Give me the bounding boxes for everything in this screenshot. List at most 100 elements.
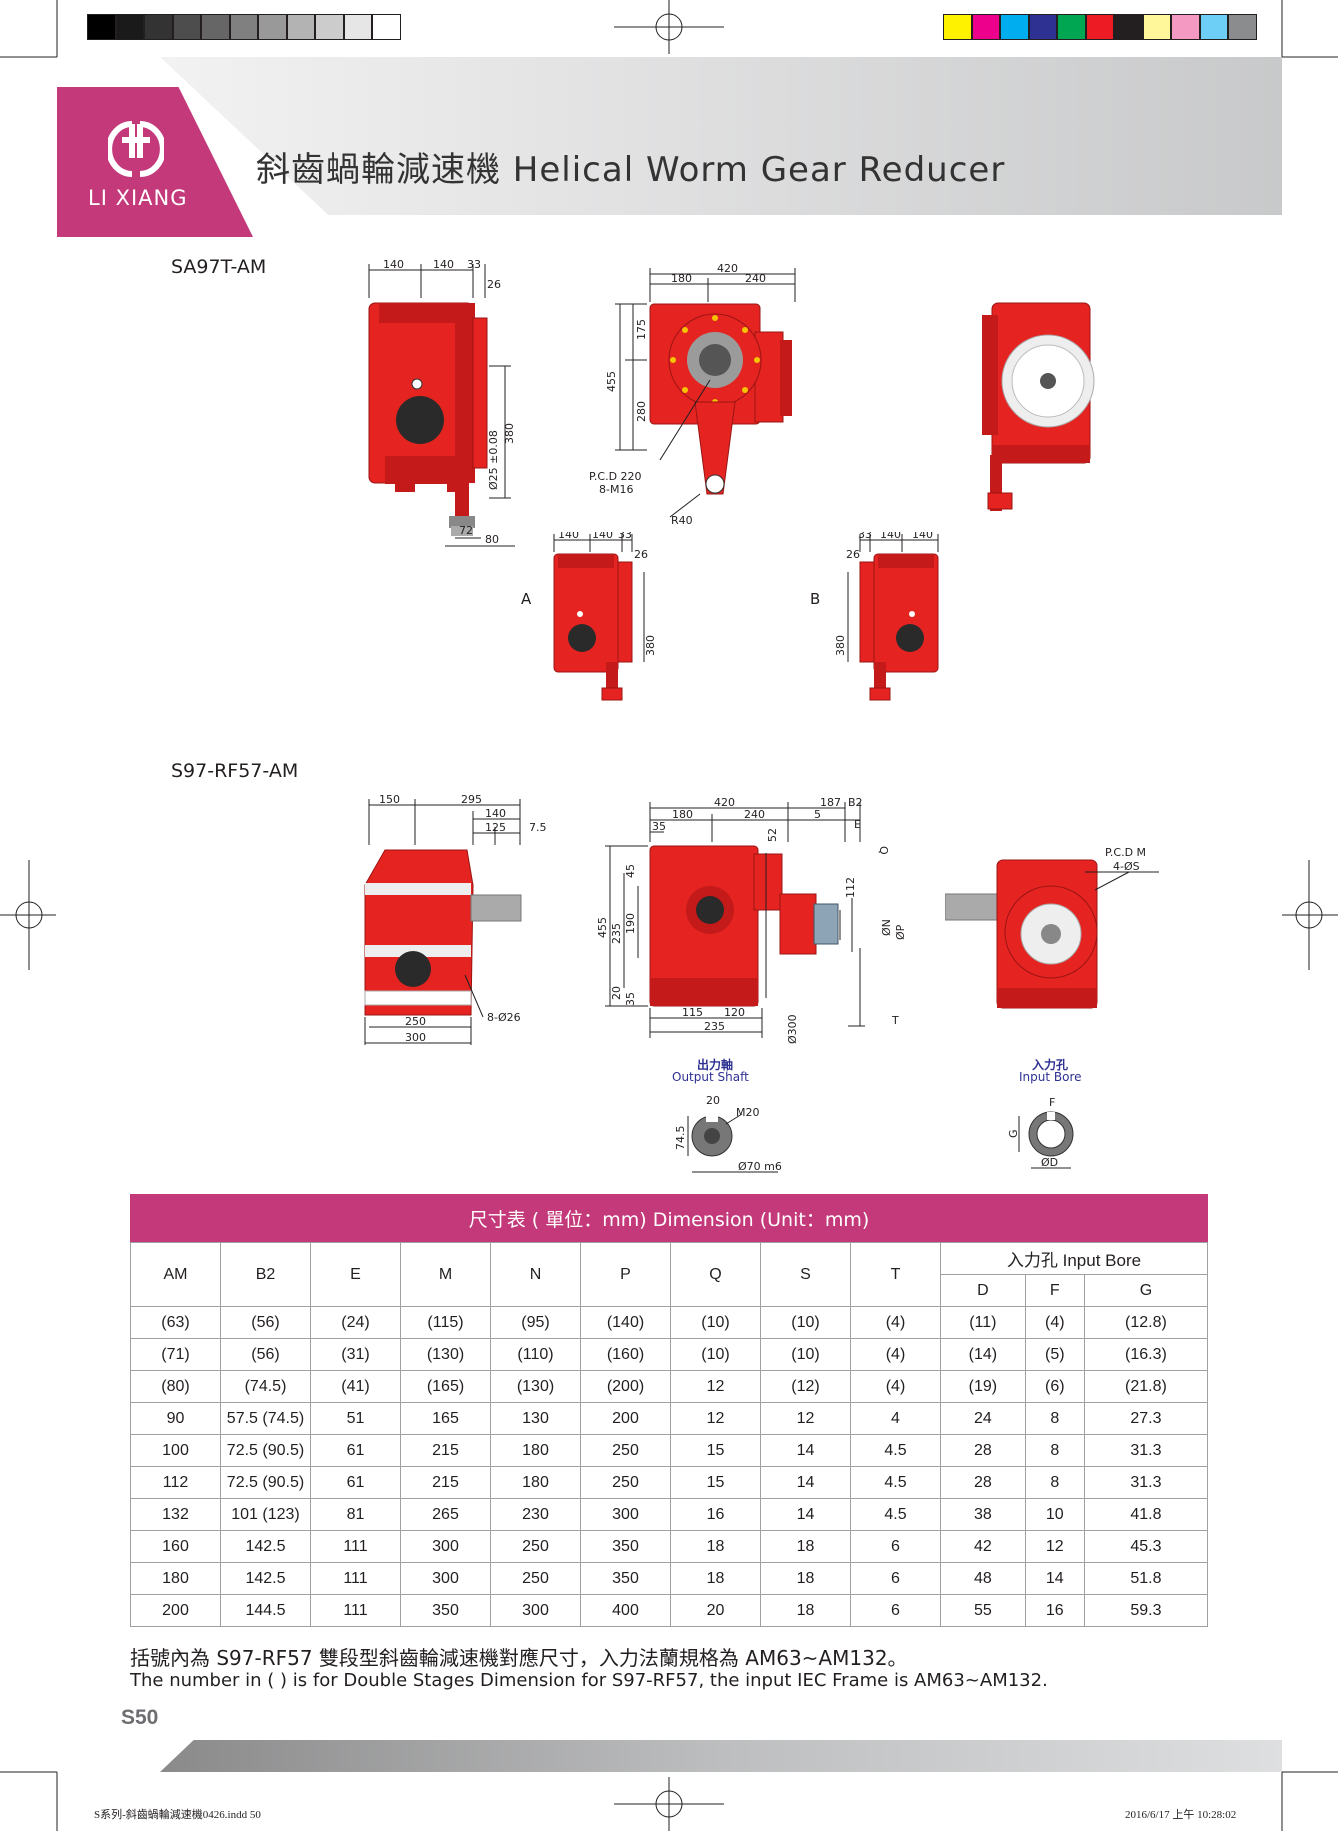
table-cell: 55 [940,1594,1026,1627]
dim-text: 125 [485,821,506,834]
table-cell: 6 [850,1562,941,1595]
dim-text: 80 [485,533,499,546]
dim-text: G [1007,1129,1020,1138]
s97-right-view: P.C.D M 4-ØS [945,846,1159,1009]
table-cell: 14 [1024,1562,1085,1595]
table-cell: (10) [670,1306,761,1339]
color-swatch [1057,14,1086,40]
column-header: G [1083,1274,1209,1307]
column-header: T [850,1242,941,1307]
table-cell: (63) [130,1306,221,1339]
table-cell: 28 [940,1466,1026,1499]
table-cell: (110) [490,1338,581,1371]
footer-date: 2016/6/17 上午 10:28:02 [1125,1809,1237,1821]
sa97-front-view: 420 180 240 175 455 280 P.C.D 220 8-M16 … [589,262,796,527]
table-cell: 18 [760,1594,851,1627]
table-cell: 48 [940,1562,1026,1595]
dim-text: R40 [671,514,693,527]
table-cell: 10 [1024,1498,1085,1531]
view-b-label: B [810,590,821,608]
table-cell: 4.5 [850,1498,941,1531]
dim-text: 455 [605,371,618,392]
dim-text: 235 [704,1020,725,1033]
dim-text: 190 [624,913,637,934]
color-swatch [1000,14,1029,40]
dim-text: 26 [634,548,648,561]
table-cell: (130) [400,1338,491,1371]
output-shaft-title-zh: 出力軸 [697,1058,734,1072]
table-cell: 12 [1024,1530,1085,1563]
table-cell: 51 [310,1402,401,1435]
column-header: E [310,1242,401,1307]
dim-text: 35 [652,820,666,833]
table-cell: 180 [490,1434,581,1467]
table-cell: 18 [760,1530,851,1563]
dim-text: 235 [610,923,623,944]
table-cell: 6 [850,1530,941,1563]
dim-text: Ø25 ±0.08 [487,430,500,490]
color-swatch [1142,14,1171,40]
table-cell: 4.5 [850,1466,941,1499]
table-cell: (12) [760,1370,851,1403]
sa97-side-view: 140 140 33 26 380 Ø25 ±0.08 72 80 [368,258,516,547]
table-cell: 8 [1024,1402,1085,1435]
dim-text: 5 [814,808,821,821]
column-header: D [940,1274,1026,1307]
table-cell: 38 [940,1498,1026,1531]
table-cell: 61 [310,1434,401,1467]
table-cell: 112 [130,1466,221,1499]
table-cell: (6) [1024,1370,1085,1403]
model-label-s97: S97-RF57-AM [171,760,299,782]
dim-text: Ø300 [786,1014,799,1044]
table-cell: 111 [310,1530,401,1563]
table-cell: (74.5) [220,1370,311,1403]
grayscale-swatch [372,14,401,40]
color-swatch [1171,14,1200,40]
note-chinese: 括號內為 S97-RF57 雙段型斜齒輪減速機對應尺寸，入力法蘭規格為 AM63… [130,1646,908,1670]
table-cell: (165) [400,1370,491,1403]
table-cell: 142.5 [220,1530,311,1563]
dim-text: 112 [844,877,857,898]
table-cell: (4) [850,1338,941,1371]
grayscale-swatch [172,14,201,40]
dim-text: 33 [467,258,481,271]
table-cell: (56) [220,1306,311,1339]
logo-text: LI XIANG [88,186,188,210]
dim-text: 4-ØS [1113,860,1140,873]
dim-text: 140 [433,258,454,271]
table-cell: (10) [670,1338,761,1371]
dim-text: T [891,1014,899,1027]
table-cell: 130 [490,1402,581,1435]
dim-text: 380 [644,635,657,656]
dim-text: 140 [558,532,579,541]
table-cell: (4) [850,1370,941,1403]
table-cell: 215 [400,1466,491,1499]
color-swatch [1028,14,1057,40]
grayscale-swatch [286,14,315,40]
input-bore-title-zh: 入力孔 [1032,1058,1069,1072]
color-swatch [1114,14,1143,40]
table-cell: 160 [130,1530,221,1563]
dim-text: 7.5 [529,821,547,834]
output-shaft-title-en: Output Shaft [672,1070,749,1084]
table-cell: (16.3) [1083,1338,1209,1371]
grayscale-swatch [144,14,173,40]
column-header: M [400,1242,491,1307]
table-cell: 20 [670,1594,761,1627]
color-swatch [1199,14,1228,40]
input-bore-diagram: F G ØD [1007,1096,1074,1169]
column-header: S [760,1242,851,1307]
dim-text: 115 [682,1006,703,1019]
grayscale-swatch [258,14,287,40]
dim-text: 26 [846,548,860,561]
sa97-view-a: 140 140 33 26 380 [553,532,657,701]
column-header: AM [130,1242,221,1307]
group-header: 入力孔 Input Bore [940,1242,1208,1275]
output-shaft-diagram: 20 M20 74.5 Ø70 m6 [674,1094,782,1173]
table-cell: 12 [670,1402,761,1435]
table-cell: (24) [310,1306,401,1339]
color-swatch [1228,14,1257,40]
page-title: 斜齒蝸輪減速機 Helical Worm Gear Reducer [256,150,1006,190]
dim-text: 250 [405,1015,426,1028]
